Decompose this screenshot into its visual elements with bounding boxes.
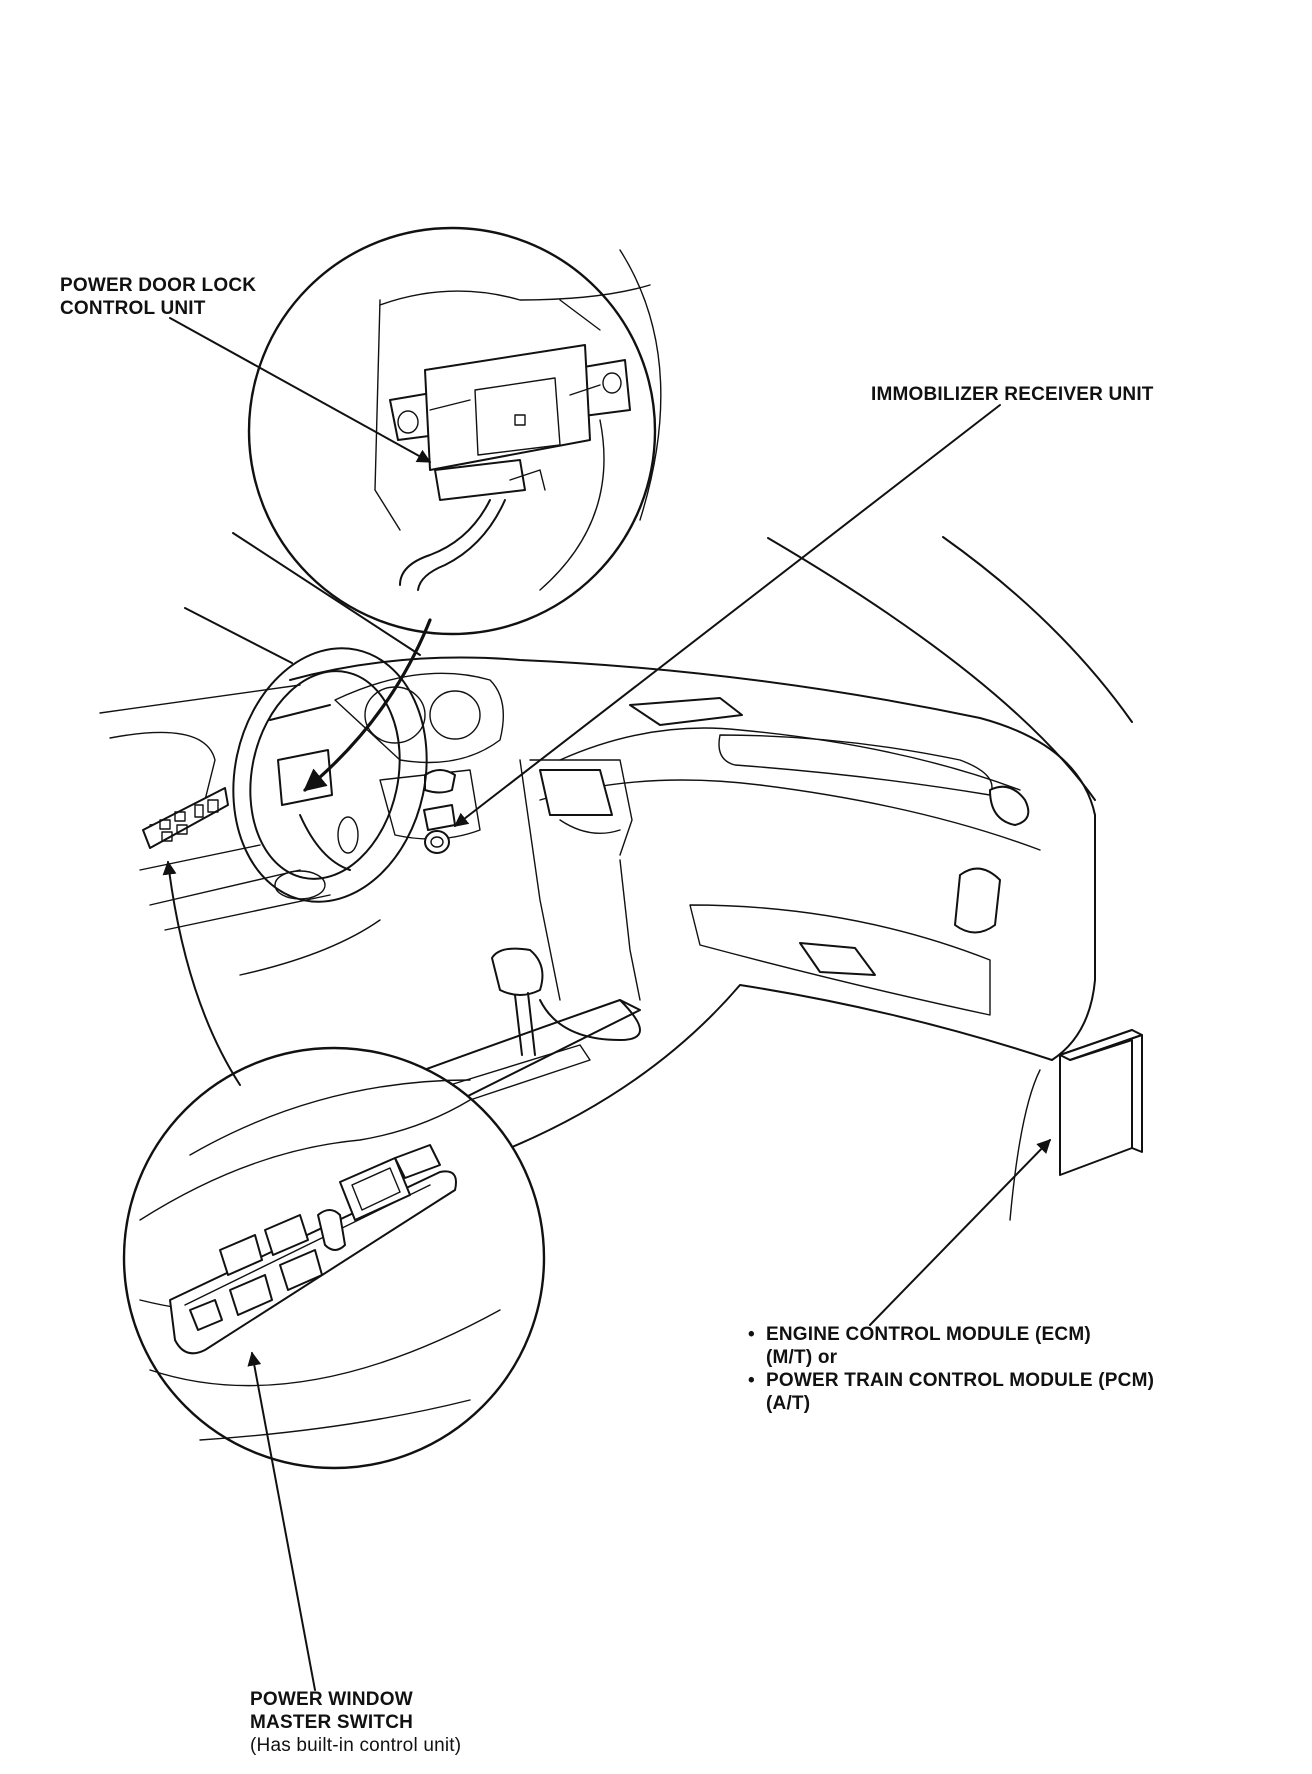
window-switch-note: (Has built-in control unit) [250,1735,462,1756]
pcm-label-line2-sub: (A/T) [766,1393,811,1414]
window-switch-label-line1: POWER WINDOW [250,1689,413,1710]
leader-arrow [162,317,1051,1691]
door-lock-control-unit-label: POWER DOOR LOCK CONTROL UNIT [60,274,256,320]
dashboard-drawing [99,532,1143,1221]
ecm-pcm-label: • ENGINE CONTROL MODULE (ECM) (M/T) or •… [748,1323,1154,1415]
control-module-box [1009,1029,1143,1221]
door-lock-label-line1: POWER DOOR LOCK [60,275,257,296]
detail-callout-circle [247,226,662,636]
bullet-icon: • [748,1370,755,1391]
window-switch-label-line2: MASTER SWITCH [250,1712,414,1733]
power-window-master-switch-label: POWER WINDOW MASTER SWITCH (Has built-in… [250,1688,461,1757]
bullet-icon: • [748,1324,755,1345]
immobilizer-receiver-unit-label: IMMOBILIZER RECEIVER UNIT [871,384,1154,405]
pcm-label-line2: POWER TRAIN CONTROL MODULE (PCM) [766,1370,1155,1391]
ecm-label-line1: ENGINE CONTROL MODULE (ECM) [766,1324,1091,1345]
ecm-label-line1-sub: (M/T) or [766,1347,838,1368]
detail-callout-circle [122,1046,546,1470]
door-lock-label-line2: CONTROL UNIT [60,298,206,319]
